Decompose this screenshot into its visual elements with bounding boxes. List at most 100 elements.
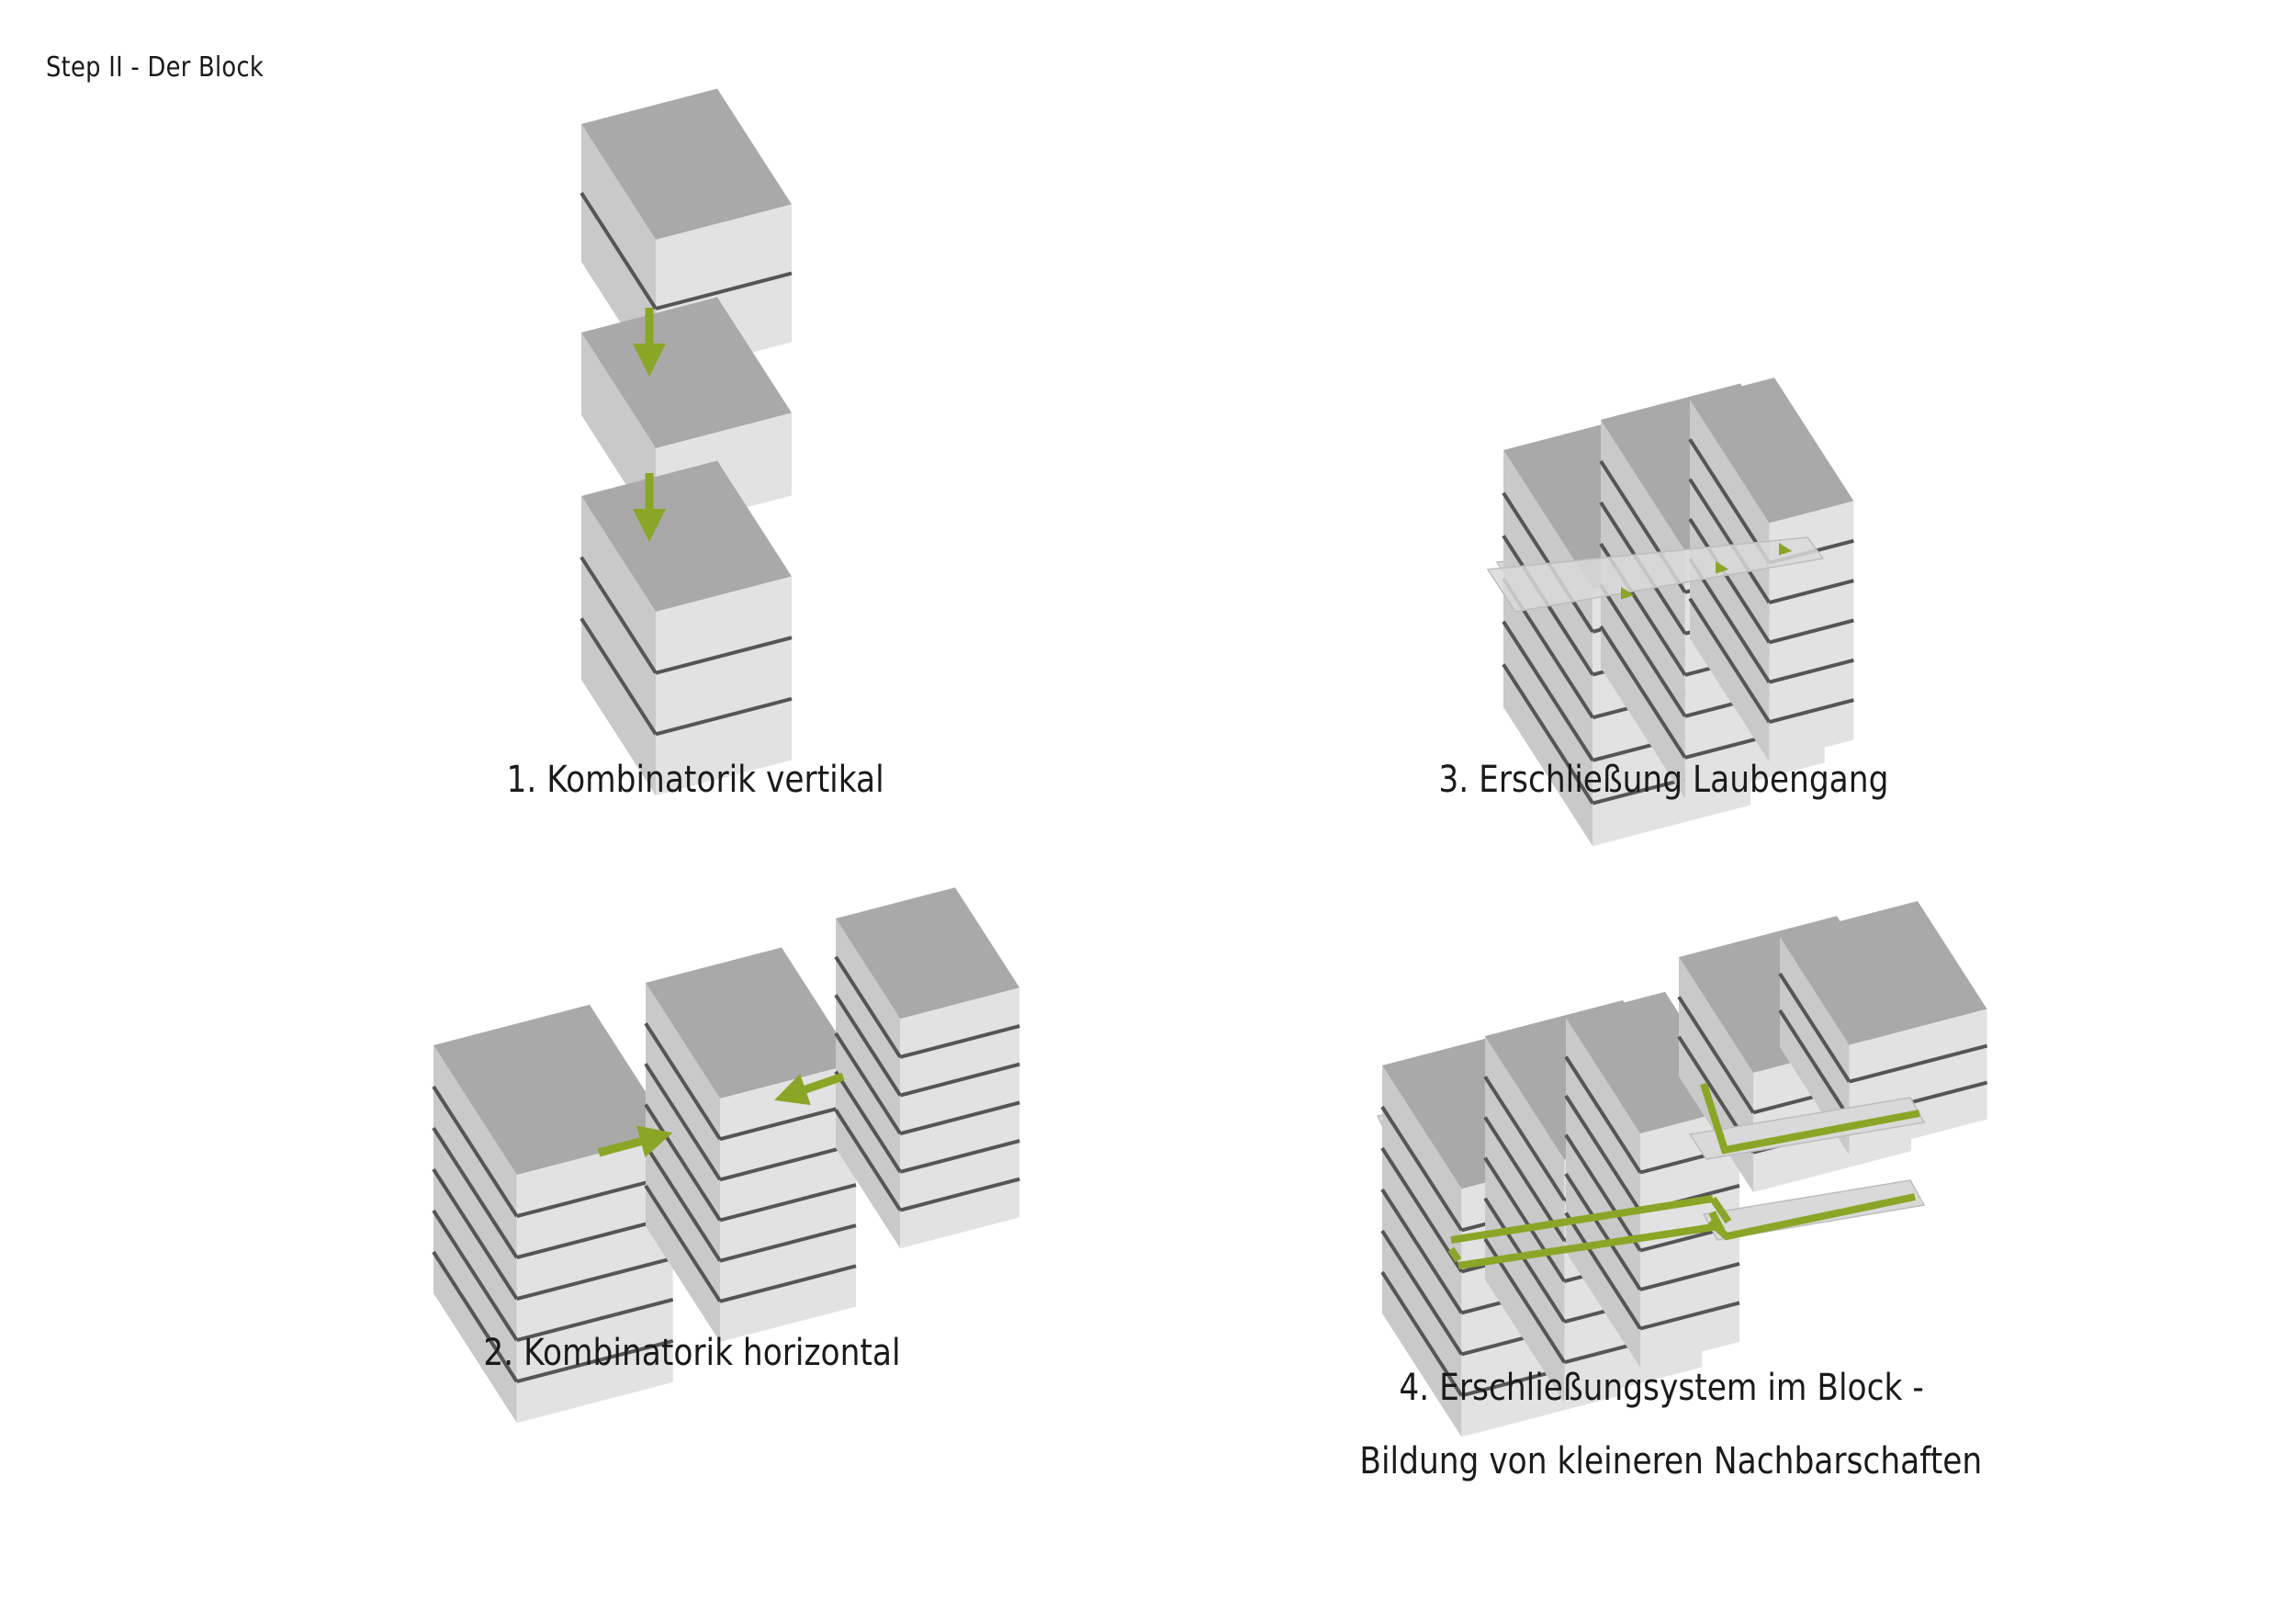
page-title: Step II - Der Block — [46, 51, 264, 84]
column-right-top — [836, 887, 1020, 1020]
column-left-joint-right-5 — [516, 1338, 674, 1384]
access-path-connector — [1709, 1196, 1732, 1224]
flow-marker-1 — [1621, 587, 1635, 600]
module-top-joint-left-1 — [580, 191, 658, 310]
diagram-erschliessungssystem — [1376, 901, 1988, 1437]
cluster-b-unit-2-top — [1780, 901, 1987, 1045]
cluster-b-unit-2-joint-left-1 — [1778, 972, 1851, 1083]
block-unit-3-joint-left-3 — [1688, 517, 1772, 644]
cluster-a-unit-3-joint-left-1 — [1564, 1055, 1642, 1174]
access-path-right — [1707, 1193, 1916, 1241]
module-bottom-joint-left-2 — [580, 617, 658, 736]
column-right-joint-right-1 — [899, 1024, 1020, 1059]
arrow-left — [773, 1072, 845, 1106]
caption-erschliessungssystem-line2: Bildung von kleineren Nachbarschaften — [1359, 1440, 1983, 1482]
access-path-upper — [1700, 1082, 1920, 1155]
column-middle-joint-left-3 — [644, 1103, 722, 1222]
caption-erschliessungssystem-line1: 4. Erschließungsystem im Block - — [1399, 1367, 1924, 1409]
column-right-joint-left-3 — [834, 1031, 902, 1135]
column-right-joint-left-1 — [834, 955, 902, 1058]
column-middle-top — [646, 947, 856, 1099]
module-bottom-left-face — [581, 496, 656, 795]
cluster-a-unit-3-joint-left-5 — [1564, 1212, 1642, 1330]
column-middle-joint-left-5 — [644, 1184, 722, 1302]
block-unit-3-joint-right-4 — [1768, 658, 1854, 684]
cluster-a-unit-3-joint-left-2 — [1564, 1094, 1642, 1213]
block-unit-3-joint-right-3 — [1768, 618, 1854, 645]
block-unit-2-joint-left-4 — [1599, 583, 1687, 717]
column-middle-joint-right-4 — [719, 1223, 857, 1263]
column-left-top — [433, 1004, 673, 1176]
column-right-joint-left-5 — [834, 1109, 902, 1212]
module-bottom-joint-right-2 — [655, 696, 793, 737]
cluster-a-unit-1-joint-left-3 — [1380, 1188, 1464, 1314]
flow-marker-3 — [1779, 543, 1793, 556]
module-top-top — [581, 88, 792, 241]
module-bottom-joint-right-1 — [655, 636, 793, 675]
column-middle-joint-right-2 — [719, 1142, 857, 1182]
column-middle-joint-right-5 — [719, 1264, 857, 1303]
cluster-a-unit-3-joint-left-4 — [1564, 1172, 1642, 1291]
cluster-a-unit-1-joint-left-4 — [1380, 1229, 1464, 1356]
cluster-a-unit-1-joint-left-1 — [1380, 1105, 1464, 1232]
column-middle-joint-right-3 — [719, 1183, 857, 1223]
caption-kombinatorik-horizontal: 2. Kombinatorik horizontal — [483, 1332, 901, 1374]
deck-right-lower — [1702, 1179, 1926, 1241]
diagram-kombinatorik-horizontal — [432, 887, 1020, 1424]
module-middle-top — [581, 297, 792, 448]
gallery-deck — [1486, 536, 1825, 613]
block-unit-1-joint-left-4 — [1502, 620, 1594, 761]
arrow-right — [597, 1125, 673, 1158]
column-right-joint-right-4 — [899, 1139, 1020, 1174]
cluster-a-unit-3-joint-right-4 — [1639, 1261, 1740, 1291]
module-middle-left-face — [581, 332, 656, 531]
block-unit-3-top — [1690, 378, 1854, 524]
column-left-joint-left-4 — [432, 1209, 519, 1342]
block-unit-1-joint-left-5 — [1502, 663, 1594, 805]
column-middle-joint-left-4 — [644, 1144, 722, 1262]
caption-erschliessung-laubengang: 3. Erschließung Laubengang — [1438, 759, 1889, 801]
caption-kombinatorik-vertikal: 1. Kombinatorik vertikal — [506, 759, 884, 801]
column-middle-joint-left-1 — [644, 1022, 722, 1141]
column-right-joint-right-3 — [899, 1100, 1020, 1136]
cluster-b-unit-2-joint-left-2 — [1778, 1009, 1851, 1120]
module-bottom-top — [581, 460, 792, 612]
cluster-a-unit-2-joint-left-4 — [1483, 1197, 1567, 1324]
column-left-joint-right-3 — [516, 1256, 674, 1302]
block-unit-3-joint-right-2 — [1768, 579, 1854, 605]
cluster-b-unit-1-joint-left-1 — [1677, 996, 1755, 1114]
block-unit-3-joint-left-2 — [1688, 478, 1772, 604]
access-path-lower-end — [1447, 1246, 1462, 1263]
block-unit-3-joint-right-5 — [1768, 698, 1854, 725]
cluster-b-unit-2-left-face — [1780, 937, 1850, 1155]
column-left-joint-left-1 — [432, 1085, 519, 1218]
column-middle-joint-right-1 — [719, 1101, 857, 1142]
column-left-joint-left-3 — [432, 1167, 519, 1301]
module-top-joint-right-1 — [655, 271, 793, 310]
module-bottom-right-face — [656, 576, 792, 795]
cluster-a-unit-2-joint-left-1 — [1483, 1076, 1567, 1201]
column-right-joint-left-2 — [834, 994, 902, 1097]
access-path-middle — [1450, 1195, 1714, 1244]
cluster-a-unit-2-joint-left-2 — [1483, 1116, 1567, 1242]
module-bottom-joint-left-1 — [580, 556, 658, 674]
cluster-a-unit-2-joint-left-3 — [1483, 1156, 1567, 1282]
column-left-joint-left-2 — [432, 1126, 519, 1259]
block-unit-2-joint-left-5 — [1599, 625, 1687, 759]
column-right-joint-right-2 — [899, 1062, 1020, 1098]
block-unit-1-joint-left-1 — [1502, 491, 1594, 633]
diagram-kombinatorik-vertikal — [580, 88, 793, 795]
column-left-joint-right-4 — [516, 1297, 674, 1343]
block-unit-3-joint-left-5 — [1688, 597, 1772, 724]
column-left-joint-left-5 — [432, 1250, 519, 1383]
column-middle-joint-left-2 — [644, 1063, 722, 1181]
cluster-b-unit-2-joint-right-1 — [1849, 1043, 1988, 1084]
column-right-joint-left-4 — [834, 1070, 902, 1173]
flow-marker-2 — [1716, 561, 1729, 574]
cluster-a-unit-3-joint-right-5 — [1639, 1301, 1740, 1331]
column-right-joint-right-5 — [899, 1177, 1020, 1212]
cluster-a-unit-3-joint-left-3 — [1564, 1133, 1642, 1252]
diagram-erschliessung-laubengang — [1486, 378, 1854, 847]
cluster-a-unit-1-joint-left-5 — [1380, 1270, 1464, 1397]
